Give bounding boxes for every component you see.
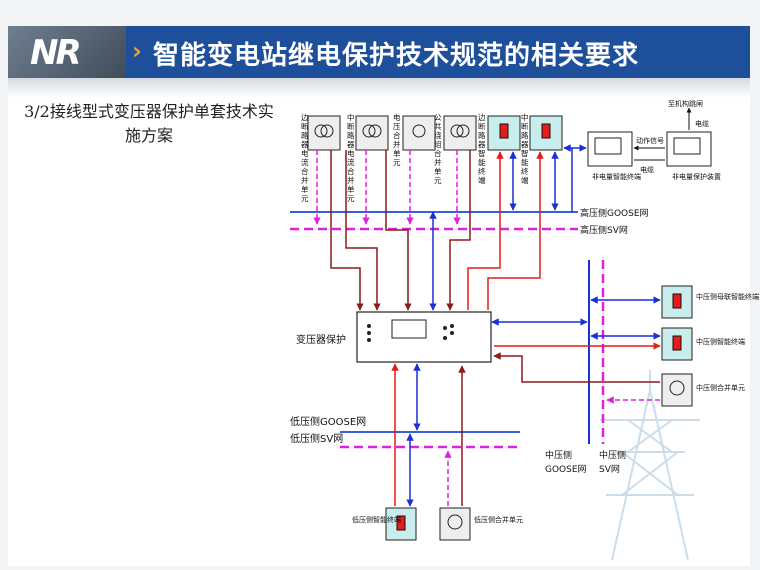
non-electric-terminal [587,131,633,167]
top-sv-links [313,150,461,225]
mv-goose-label-2: GOOSE网 [545,464,587,475]
page-title: 智能变电站继电保护技术规范的相关要求 [153,41,640,71]
lv-terminal-label: 低压侧智能终端 [352,515,401,524]
chevron-icon: › [132,37,142,65]
mv-terminal [661,327,693,361]
lv-terminal [385,507,417,541]
top-unit-4-vertical-label: 公共绕组合并单元 [434,113,442,185]
lv-goose-label: 低压侧GOOSE网 [290,415,366,428]
top-unit-3 [402,115,436,151]
cable-label-2: 电缆 [695,119,709,128]
mv-sv-label-1: 中压侧 [599,449,626,461]
non-electric-protection [666,131,712,167]
transformer-protection-device [356,311,492,363]
trip-label: 至机构跳闸 [668,99,703,108]
mv-goose-label-1: 中压侧 [545,449,572,461]
scheme-title: 3/2接线型式变压器保护单套技术实施方案 [24,102,274,145]
signal-label: 动作信号 [636,136,664,145]
cable-label-1: 电缆 [640,165,654,174]
hv-sv-label: 高压侧SV网 [580,224,628,236]
mv-bus-terminal-label: 中压侧母联智能终端 [696,292,759,301]
trip-links [467,151,544,310]
mv-terminal-label: 中压侧智能终端 [696,337,745,346]
non-electric-terminal-label: 非电量智能终端 [592,172,641,181]
header-subband [8,78,750,98]
hv-goose-label: 高压侧GOOSE网 [580,207,649,219]
top-goose-links [509,151,559,211]
non-electric-protection-label: 非电量保护装置 [672,172,721,181]
top-unit-3-vertical-label: 电压合并单元 [393,112,401,167]
mv-sv-label-2: SV网 [599,464,620,475]
nr-logo: NR [8,26,126,78]
sv-to-protection [330,150,471,311]
top-unit-5-vertical-label: 边断路器智能终端 [478,113,486,185]
header-bar: NR › 智能变电站继电保护技术规范的相关要求 [8,26,750,78]
mv-merging-label: 中压侧合并单元 [696,383,745,392]
top-unit-2-vertical-label: 中断路器电流合并单元 [347,112,355,203]
lv-sv-label: 低压侧SV网 [290,432,343,445]
top-unit-5 [487,115,521,151]
lv-merging-unit [439,507,471,541]
mv-bus-terminal [661,285,693,319]
top-unit-1 [307,115,341,151]
top-unit-6 [529,115,563,151]
mv-merging-unit [661,373,693,407]
top-unit-2 [355,115,389,151]
top-unit-1-vertical-label: 边断路器电流合并单元 [301,113,309,203]
lv-merging-label: 低压侧合并单元 [474,515,523,524]
tower-watermark [600,370,700,561]
protection-label: 变压器保护 [296,333,346,346]
top-unit-6-vertical-label: 中断路器智能终端 [521,112,529,185]
top-unit-4 [443,115,477,151]
mv-sv-to-protection [493,352,660,383]
